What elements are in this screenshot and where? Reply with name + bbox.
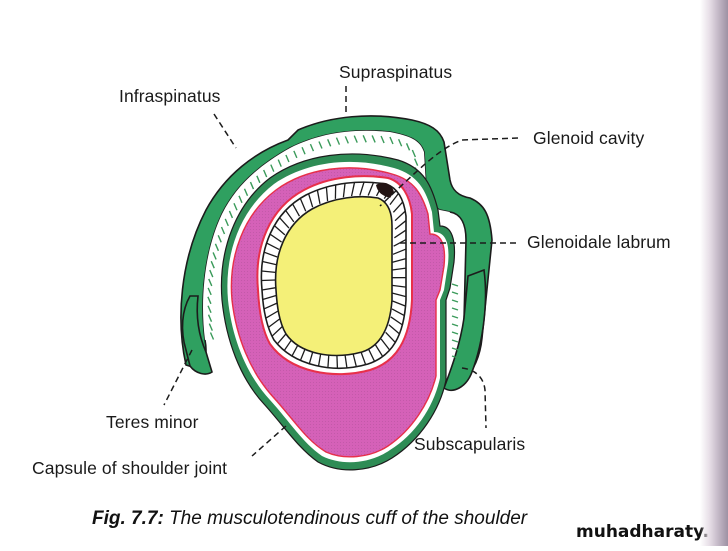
tendon-fiber-mark <box>452 332 458 334</box>
label-capsule-of-shoulder-joint: Capsule of shoulder joint <box>32 458 227 479</box>
tendon-fiber-mark <box>452 316 458 318</box>
figure-number: Fig. 7.7: <box>92 508 164 529</box>
tendon-fiber-mark <box>452 292 458 294</box>
tendon-fiber-mark <box>452 300 458 302</box>
label-glenoid-cavity: Glenoid cavity <box>533 128 644 149</box>
label-glenoidale-labrum: Glenoidale labrum <box>527 232 671 253</box>
figure-caption-text: The musculotendinous cuff of the shoulde… <box>164 508 527 529</box>
tendon-fiber-mark <box>452 308 458 310</box>
tendon-fiber-mark <box>452 284 458 286</box>
label-teres-minor: Teres minor <box>106 412 199 433</box>
tendon-fiber-mark <box>452 340 458 342</box>
figure-caption: Fig. 7.7: The musculotendinous cuff of t… <box>92 508 527 530</box>
page-edge-shadow <box>700 0 728 546</box>
label-infraspinatus: Infraspinatus <box>119 86 221 107</box>
infraspinatus-leader <box>214 114 236 148</box>
capsule-leader <box>252 426 286 456</box>
label-supraspinatus: Supraspinatus <box>339 62 452 83</box>
tendon-fiber-mark <box>452 324 458 326</box>
label-subscapularis: Subscapularis <box>414 434 525 455</box>
